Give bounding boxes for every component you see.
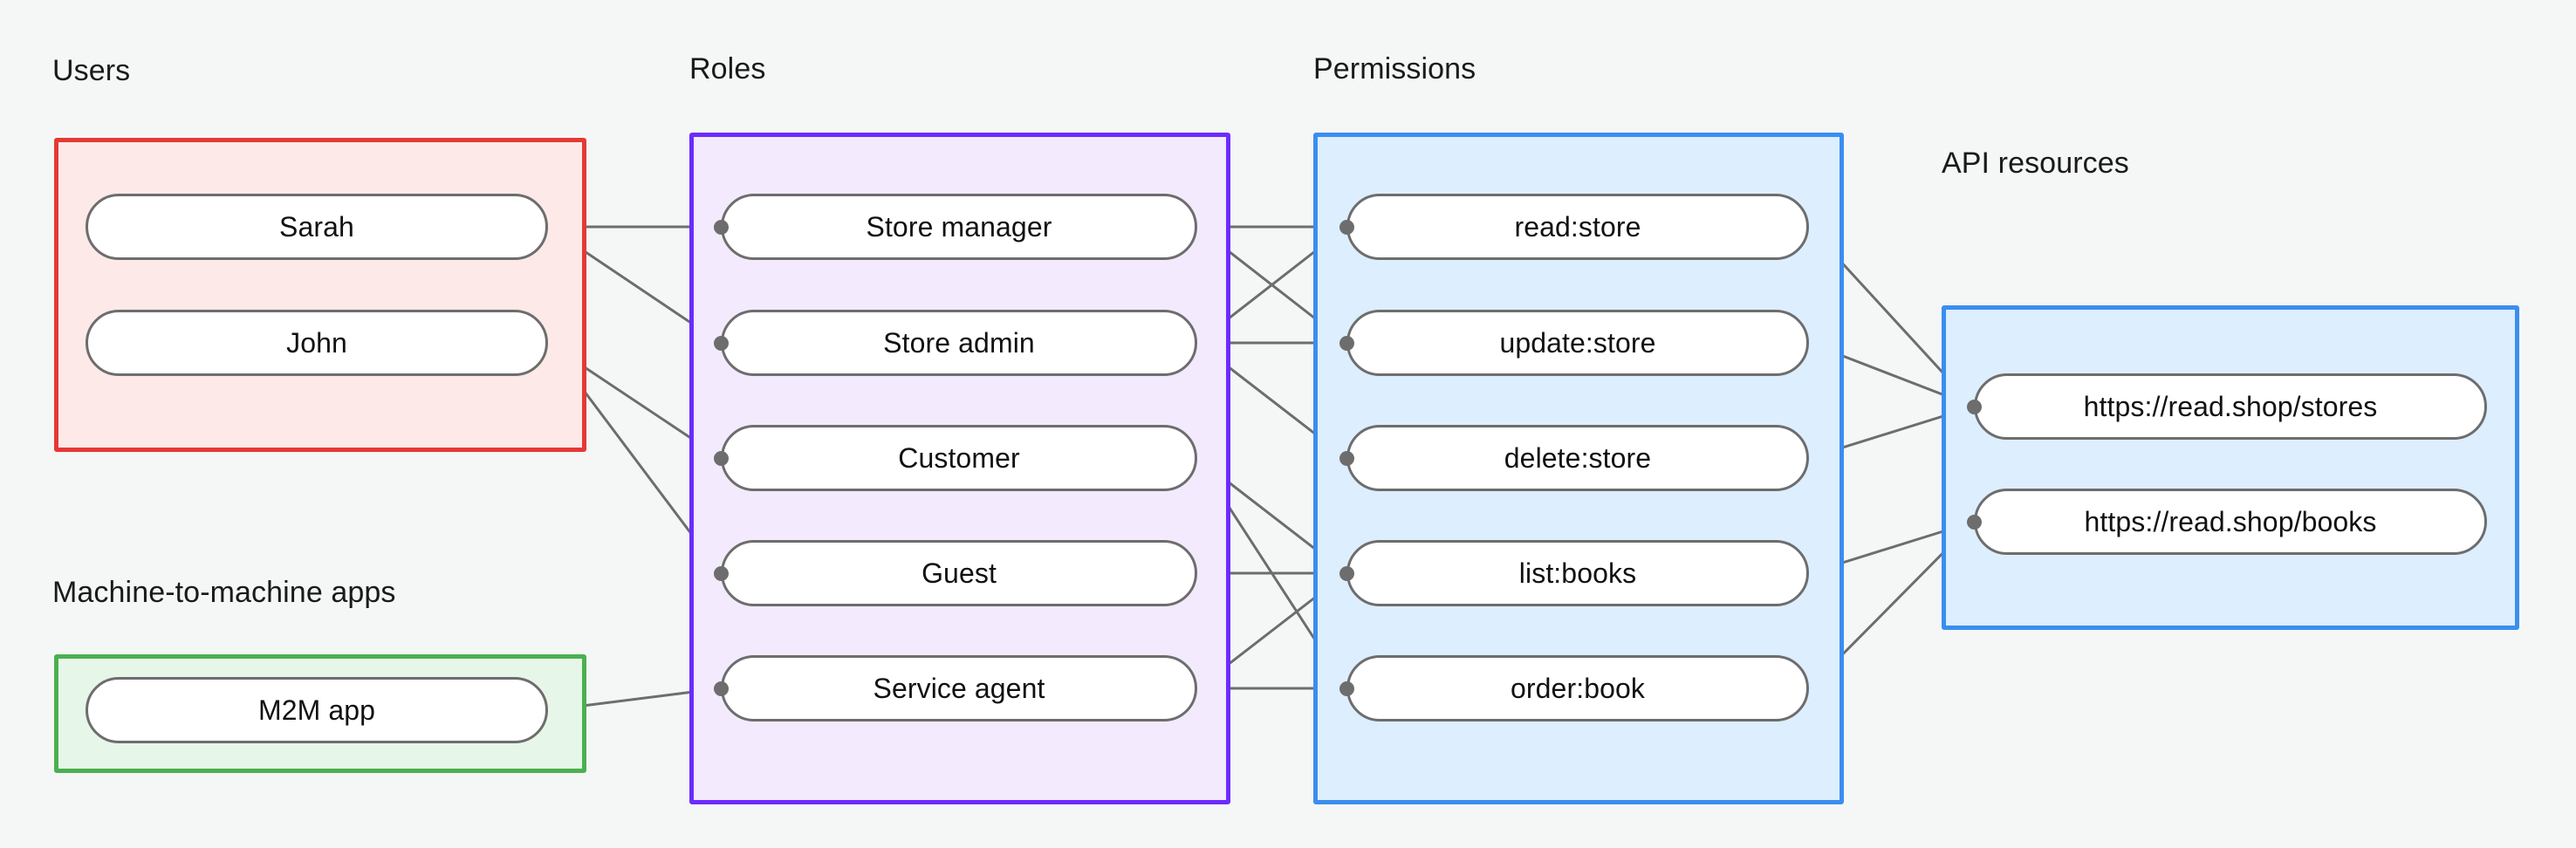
edge-endpoint-dot-service-agent — [713, 680, 729, 696]
node-guest[interactable]: Guest — [721, 540, 1197, 606]
group-title-roles: Roles — [689, 52, 766, 85]
node-update-store[interactable]: update:store — [1346, 310, 1809, 376]
group-title-permissions: Permissions — [1313, 52, 1476, 85]
group-box-api-resources — [1942, 305, 2519, 630]
edge-endpoint-dot-res-stores — [1966, 399, 1982, 414]
node-m2m-app[interactable]: M2M app — [86, 677, 548, 743]
edge-endpoint-dot-store-manager — [713, 219, 729, 235]
node-read-store[interactable]: read:store — [1346, 194, 1809, 260]
edge-endpoint-dot-store-admin — [713, 335, 729, 351]
node-delete-store[interactable]: delete:store — [1346, 425, 1809, 491]
edge-endpoint-dot-order-book — [1339, 680, 1354, 696]
node-label: list:books — [1518, 557, 1637, 589]
node-store-manager[interactable]: Store manager — [721, 194, 1197, 260]
group-title-m2m: Machine-to-machine apps — [52, 576, 396, 609]
node-res-stores[interactable]: https://read.shop/stores — [1974, 373, 2487, 440]
edge-endpoint-dot-res-books — [1966, 514, 1982, 530]
group-title-users: Users — [52, 54, 131, 87]
node-label: Customer — [898, 441, 1020, 474]
node-sarah[interactable]: Sarah — [86, 194, 548, 260]
node-label: order:book — [1511, 672, 1645, 704]
node-label: Service agent — [873, 672, 1045, 704]
node-label: delete:store — [1504, 441, 1652, 474]
group-box-users — [54, 138, 586, 452]
edge-endpoint-dot-delete-store — [1339, 450, 1354, 466]
node-list-books[interactable]: list:books — [1346, 540, 1809, 606]
node-label: Guest — [921, 557, 997, 589]
node-label: Store manager — [866, 210, 1052, 243]
node-label: Sarah — [279, 210, 354, 243]
node-customer[interactable]: Customer — [721, 425, 1197, 491]
node-label: Store admin — [883, 326, 1035, 359]
node-john[interactable]: John — [86, 310, 548, 376]
edge-endpoint-dot-guest — [713, 565, 729, 581]
node-label: M2M app — [257, 694, 376, 726]
node-label: update:store — [1499, 326, 1656, 359]
edge-endpoint-dot-customer — [713, 450, 729, 466]
node-label: https://read.shop/stores — [2083, 390, 2378, 422]
node-label: read:store — [1514, 210, 1641, 243]
edge-endpoint-dot-update-store — [1339, 335, 1354, 351]
group-title-api-resources: API resources — [1942, 147, 2129, 180]
edge-endpoint-dot-list-books — [1339, 565, 1354, 581]
node-service-agent[interactable]: Service agent — [721, 655, 1197, 721]
node-label: https://read.shop/books — [2084, 505, 2377, 537]
edge-endpoint-dot-read-store — [1339, 219, 1354, 235]
node-res-books[interactable]: https://read.shop/books — [1974, 489, 2487, 555]
node-store-admin[interactable]: Store admin — [721, 310, 1197, 376]
node-label: John — [286, 326, 347, 359]
node-order-book[interactable]: order:book — [1346, 655, 1809, 721]
